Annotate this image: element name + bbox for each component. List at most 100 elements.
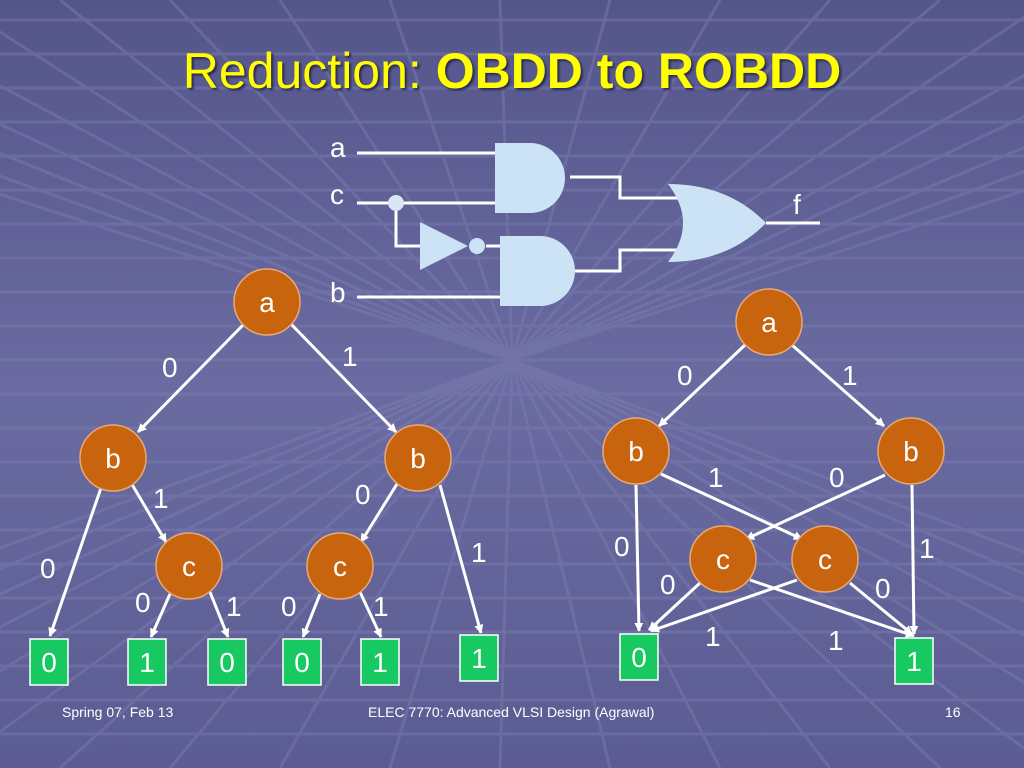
svg-text:0: 0 [294,647,310,678]
obdd-edge-label: 0 [281,591,297,622]
obdd-node-a: a [233,268,301,336]
obdd-edge-cr-term1 [358,591,383,638]
title-regular: Reduction: [182,43,436,99]
obdd-edge-br-c [359,483,399,543]
obdd-terminal: 0 [29,638,69,686]
obdd-edge-label: 0 [135,587,151,618]
svg-text:b: b [410,443,426,474]
svg-text:1: 1 [139,647,155,678]
obdd-edge-label: 1 [373,591,389,622]
obdd-node-c-right: c [306,532,374,600]
robdd-edge-cl-1 [749,578,915,638]
svg-text:0: 0 [41,647,57,678]
svg-text:b: b [105,443,121,474]
input-a-label: a [330,132,346,163]
robdd-edge-a-b-left [657,343,747,428]
obdd-edges [48,321,484,638]
robdd-edge-br-1 [909,484,919,635]
obdd-node-b-left: b [79,424,147,492]
svg-text:b: b [903,436,919,467]
obdd-terminal: 1 [459,634,499,682]
robdd-edge-label: 0 [829,462,845,493]
input-b-label: b [330,277,346,308]
svg-text:0: 0 [219,647,235,678]
obdd-edge-label: 0 [355,479,371,510]
robdd-node-a: a [735,288,803,356]
input-c-label: c [330,179,344,210]
svg-text:b: b [628,436,644,467]
robdd-diagram: 0 1 0 1 0 1 0 1 0 1 a b b [602,288,945,685]
obdd-terminal: 1 [360,638,400,686]
svg-text:1: 1 [372,647,388,678]
robdd-edge-a-b-right [791,343,885,428]
obdd-node-c-left: c [155,532,223,600]
svg-text:c: c [182,551,196,582]
svg-text:a: a [259,287,275,318]
robdd-edge-label: 0 [875,573,891,604]
robdd-edge-bl-0 [634,484,644,632]
svg-text:c: c [818,544,832,575]
robdd-terminal-1: 1 [894,637,934,685]
slide-title: Reduction: OBDD to ROBDD [0,42,1024,100]
not-gate [420,222,468,270]
circuit-wires [357,151,820,299]
robdd-edge-label: 1 [842,360,858,391]
robdd-node-c-right: c [791,525,859,593]
obdd-node-b-right: b [384,424,452,492]
and-gate-bottom [500,236,575,306]
robdd-node-c-left: c [689,525,757,593]
logic-circuit: a c b f [330,132,820,308]
footer-date: Spring 07, Feb 13 [62,704,174,720]
svg-text:1: 1 [906,646,922,677]
obdd-edge-cl-term0 [149,593,172,638]
robdd-edge-cl-0 [647,581,702,632]
obdd-terminal: 0 [207,638,247,686]
robdd-edge-label: 0 [614,531,630,562]
robdd-edge-label: 0 [660,569,676,600]
robdd-edges [634,343,919,638]
robdd-node-b-right: b [877,417,945,485]
svg-text:c: c [333,551,347,582]
svg-text:1: 1 [471,643,487,674]
obdd-edge-cl-term1 [208,591,230,638]
obdd-edge-br-term [438,484,484,634]
title-bold: OBDD to ROBDD [435,43,842,99]
robdd-edge-label: 0 [677,360,693,391]
obdd-terminal: 0 [282,638,322,686]
obdd-nodes: a b b c c [79,268,452,600]
obdd-edge-label: 0 [162,352,178,383]
obdd-edge-a-b-right [288,321,398,434]
and-gate-top [495,143,565,213]
robdd-nodes: a b b c c [602,288,945,593]
obdd-edge-bl-term [48,484,104,637]
footer-page-number: 16 [945,704,961,720]
obdd-edge-a-b-left [136,321,247,434]
obdd-edge-bl-c [128,480,168,543]
robdd-node-b-left: b [602,417,670,485]
obdd-edge-label: 1 [471,537,487,568]
robdd-edge-br-0 [745,473,886,541]
robdd-edge-bl-1 [660,472,803,541]
obdd-terminal: 1 [127,638,167,686]
junction-dot [388,195,404,211]
robdd-edge-cr-0 [650,578,798,633]
obdd-edge-label: 1 [226,591,242,622]
or-gate [668,184,766,262]
svg-text:a: a [761,307,777,338]
obdd-diagram: 0 1 0 1 0 1 0 1 0 1 a b b [29,268,499,686]
robdd-edge-label: 1 [705,621,721,652]
obdd-edge-label: 1 [342,341,358,372]
robdd-edge-label: 1 [708,462,724,493]
obdd-edge-cr-term0 [301,593,322,638]
output-f-label: f [793,189,801,220]
obdd-terminals: 0 1 0 0 1 1 [29,634,499,686]
svg-text:c: c [716,544,730,575]
svg-text:0: 0 [631,642,647,673]
footer-course: ELEC 7770: Advanced VLSI Design (Agrawal… [368,704,655,720]
not-gate-bubble [469,238,485,254]
robdd-terminal-0: 0 [619,633,659,681]
robdd-terminals: 0 1 [619,633,934,685]
robdd-edge-labels: 0 1 0 1 0 1 0 1 0 1 [614,360,935,656]
